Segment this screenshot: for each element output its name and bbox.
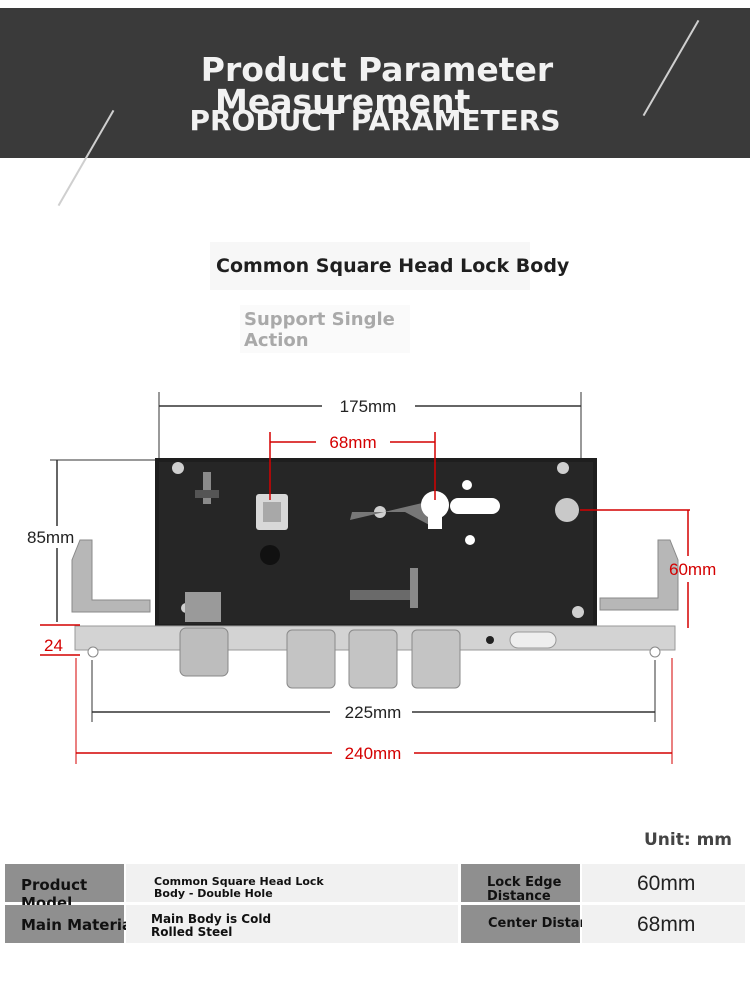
dim-240-label: 240mm (345, 744, 402, 763)
banner-subtitle: PRODUCT PARAMETERS (189, 104, 561, 137)
table-value-center-distance: 68mm (582, 905, 745, 943)
table-value-product-model: Common Square Head Lock Body - Double Ho… (126, 864, 458, 902)
unit-label: Unit: mm (644, 830, 733, 850)
faceplate-dot (486, 636, 494, 644)
lock-edge-value: 60mm (637, 872, 696, 895)
banner-title-line2: Measurement (215, 82, 471, 121)
slot-cross (195, 490, 219, 498)
product-heading-box: Common Square Head Lock Body (210, 242, 569, 290)
dim-225-label: 225mm (345, 703, 402, 722)
table-label-product-model: Product Model (5, 864, 124, 912)
latch-lever (350, 500, 435, 528)
latch-bolt (179, 627, 229, 677)
slot-top-left (203, 472, 211, 504)
subheading: Support Single Action (244, 309, 395, 351)
screw-bottom-right (572, 606, 584, 618)
screw-top-left (172, 462, 184, 474)
faceplate-hole-right (649, 646, 661, 658)
banner-title-line1: Product Parameter (200, 50, 554, 89)
faceplate-oval (509, 631, 557, 649)
round-hole-left (260, 545, 280, 565)
screw-top-right (557, 462, 569, 474)
bracket-left (71, 539, 151, 613)
dim-175-label: 175mm (340, 397, 397, 416)
lock-edge-label: Lock Edge Distance (487, 875, 562, 904)
dim-24-label: 24 (44, 636, 63, 655)
main-material-label: Main Material (21, 916, 138, 934)
dead-bolt-3 (411, 629, 461, 689)
cylinder-slot (428, 505, 442, 529)
dead-bolt-2 (348, 629, 398, 689)
product-model-value: Common Square Head Lock Body - Double Ho… (154, 875, 324, 900)
table-label-center-distance: Center Distance (461, 905, 605, 943)
small-hole-1 (462, 480, 472, 490)
horizontal-bar (350, 590, 410, 600)
subheading-box: Support Single Action (240, 305, 410, 353)
oval-slot (450, 498, 500, 514)
dead-bolt-1 (286, 629, 336, 689)
center-distance-value: 68mm (637, 913, 696, 936)
latch-block (185, 592, 221, 622)
dim-60-label: 60mm (669, 560, 716, 579)
table-label-lock-edge: Lock Edge Distance (461, 864, 580, 904)
center-distance-label: Center Distance (488, 916, 606, 931)
dim-68-label: 68mm (329, 433, 376, 452)
edge-screw (555, 498, 579, 522)
square-hub-hole (263, 502, 281, 522)
table-label-main-material: Main Material (5, 905, 137, 943)
table-value-main-material: Main Body is Cold Rolled Steel (126, 905, 458, 943)
small-hole-2 (465, 535, 475, 545)
table-value-lock-edge: 60mm (582, 864, 745, 902)
vertical-slot (410, 568, 418, 608)
header-banner (0, 8, 750, 207)
dim-85-label: 85mm (27, 528, 74, 547)
main-material-value: Main Body is Cold Rolled Steel (151, 912, 272, 939)
bracket-right (599, 539, 679, 611)
product-heading: Common Square Head Lock Body (216, 255, 570, 277)
faceplate-hole-left (87, 646, 99, 658)
